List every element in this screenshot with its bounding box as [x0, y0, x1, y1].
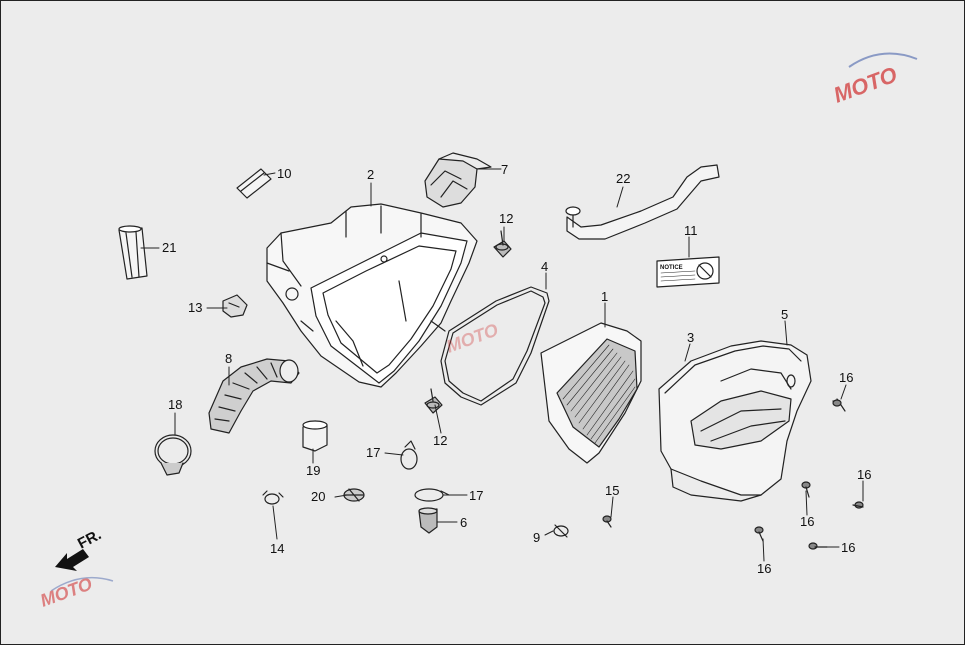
part-7-duct: [424, 152, 492, 208]
label-5: 5: [781, 307, 788, 322]
watermark-text-top: MOTO: [830, 62, 900, 108]
watermark-logo-middle: MOTO: [444, 320, 501, 357]
label-3: 3: [687, 330, 694, 345]
front-direction-arrow-icon: FR.: [55, 526, 104, 571]
part-16-screw-e: [808, 542, 828, 550]
part-20-grommet: [343, 488, 365, 502]
part-22-hose: [565, 164, 720, 240]
watermark-text-bottom: MOTO: [38, 574, 95, 611]
label-16-c: 16: [800, 514, 814, 529]
part-18-clamp: [154, 434, 192, 476]
watermark-text-middle: MOTO: [444, 320, 501, 357]
watermark-logo-bottom-left: MOTO: [38, 574, 114, 611]
label-17-lower: 17: [469, 488, 483, 503]
leader-lines: [140, 168, 864, 562]
part-3-cover: [658, 340, 812, 502]
part-15-screw: [602, 515, 612, 528]
label-16-d: 16: [757, 561, 771, 576]
part-9-clip: [553, 524, 569, 538]
label-2: 2: [367, 167, 374, 182]
part-8-hose: [208, 358, 300, 434]
label-16-a: 16: [839, 370, 853, 385]
label-21: 21: [162, 240, 176, 255]
label-6: 6: [460, 515, 467, 530]
label-16-b: 16: [857, 467, 871, 482]
label-10: 10: [277, 166, 291, 181]
part-1-filter: [540, 322, 642, 464]
label-14: 14: [270, 541, 284, 556]
part-11-notice-label: [656, 256, 720, 288]
part-21-boot: [118, 225, 148, 280]
label-22: 22: [616, 171, 630, 186]
part-16-screw-d: [754, 526, 764, 542]
part-12-bolt-upper: [493, 230, 512, 258]
part-16-screw-c: [852, 501, 864, 509]
label-19: 19: [306, 463, 320, 478]
part-labels: 10 2 7 12 21 13 8 18 19 14 20 17 17 6 12…: [162, 162, 871, 576]
notice-text: NOTICE: [660, 265, 683, 271]
part-13-clip: [222, 294, 248, 318]
label-16-e: 16: [841, 540, 855, 555]
watermark-logo-top-right: MOTO: [830, 52, 918, 108]
part-17-clamp-upper: [400, 440, 418, 470]
part-6-drain: [418, 507, 438, 534]
part-16-screw-a: [832, 398, 846, 412]
label-7: 7: [501, 162, 508, 177]
part-4-gasket: [440, 286, 550, 406]
label-8: 8: [225, 351, 232, 366]
part-10-tag: [236, 168, 272, 199]
label-13: 13: [188, 300, 202, 315]
label-12-upper: 12: [499, 211, 513, 226]
label-11: 11: [684, 223, 698, 238]
part-16-screw-b: [801, 481, 811, 498]
front-direction-label: FR.: [75, 526, 104, 552]
label-18: 18: [168, 397, 182, 412]
part-14-clip: [262, 490, 284, 505]
part-12-bolt-lower: [424, 388, 443, 414]
part-19-spacer: [302, 420, 328, 452]
label-4: 4: [541, 259, 548, 274]
label-12-lower: 12: [433, 433, 447, 448]
label-15: 15: [605, 483, 619, 498]
label-9: 9: [533, 530, 540, 545]
part-2-air-box: [266, 203, 478, 388]
label-20: 20: [311, 489, 325, 504]
label-17-upper: 17: [366, 445, 380, 460]
label-1: 1: [601, 289, 608, 304]
